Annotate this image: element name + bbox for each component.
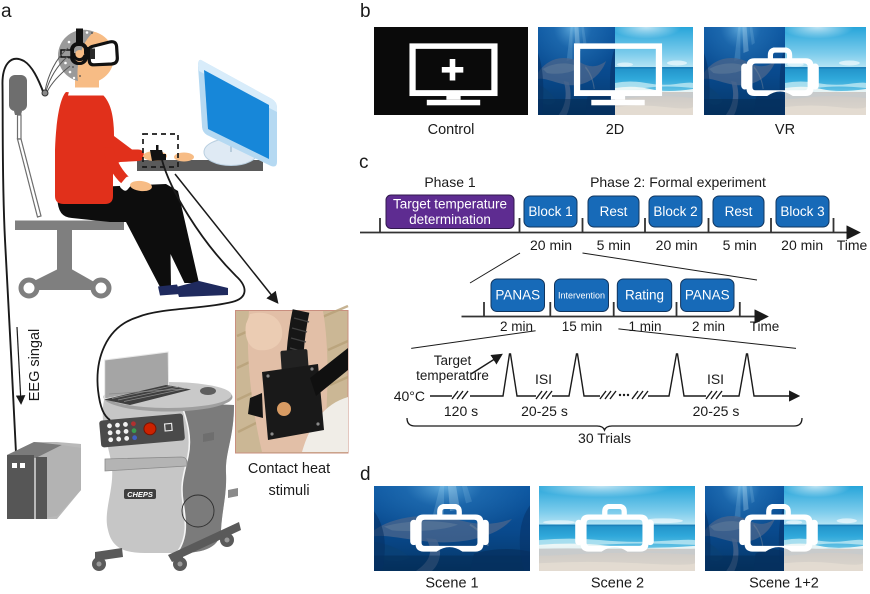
- svg-text:Rest: Rest: [725, 204, 753, 219]
- svg-text:20-25 s: 20-25 s: [521, 403, 568, 419]
- svg-text:Block 3: Block 3: [780, 204, 824, 219]
- svg-text:c: c: [359, 152, 369, 173]
- svg-text:Target temperature: Target temperature: [393, 197, 507, 212]
- svg-text:Block 1: Block 1: [528, 204, 572, 219]
- svg-text:EEG singal: EEG singal: [27, 329, 43, 402]
- svg-text:Contact heat: Contact heat: [248, 461, 330, 477]
- svg-text:CHEPS: CHEPS: [127, 490, 153, 499]
- svg-text:5 min: 5 min: [723, 237, 757, 253]
- svg-text:Target: Target: [434, 353, 472, 368]
- svg-text:ISI: ISI: [535, 371, 552, 387]
- svg-text:2D: 2D: [606, 122, 625, 138]
- svg-text:a: a: [1, 1, 12, 22]
- svg-text:PANAS: PANAS: [685, 288, 730, 303]
- svg-text:2 min: 2 min: [692, 319, 725, 334]
- svg-text:Intervention: Intervention: [558, 291, 605, 301]
- svg-text:30 Trials: 30 Trials: [578, 430, 631, 446]
- svg-text:temperature: temperature: [416, 368, 489, 383]
- svg-text:Scene 1: Scene 1: [425, 576, 478, 592]
- svg-text:Time: Time: [837, 237, 868, 253]
- svg-text:1 min: 1 min: [628, 319, 661, 334]
- svg-text:Rating: Rating: [625, 288, 664, 303]
- svg-text:Scene 2: Scene 2: [591, 576, 644, 592]
- svg-text:5 min: 5 min: [597, 237, 631, 253]
- svg-text:20 min: 20 min: [656, 237, 698, 253]
- svg-text:15 min: 15 min: [562, 319, 603, 334]
- svg-text:Rest: Rest: [600, 204, 628, 219]
- svg-text:Time: Time: [750, 319, 780, 334]
- svg-text:Control: Control: [428, 122, 475, 138]
- svg-text:b: b: [360, 1, 371, 22]
- svg-text:Block 2: Block 2: [653, 204, 697, 219]
- svg-text:20-25 s: 20-25 s: [693, 403, 740, 419]
- svg-text:Phase 2: Formal experiment: Phase 2: Formal experiment: [590, 174, 766, 190]
- svg-text:20 min: 20 min: [530, 237, 572, 253]
- svg-text:20 min: 20 min: [781, 237, 823, 253]
- svg-text:determination: determination: [409, 212, 491, 227]
- svg-text:40°C: 40°C: [394, 388, 425, 404]
- svg-text:2 min: 2 min: [500, 319, 533, 334]
- svg-text:Scene 1+2: Scene 1+2: [749, 576, 819, 592]
- svg-text:d: d: [360, 464, 371, 485]
- svg-text:Phase 1: Phase 1: [424, 174, 476, 190]
- svg-text:VR: VR: [775, 122, 795, 138]
- svg-text:PANAS: PANAS: [495, 288, 540, 303]
- svg-text:120 s: 120 s: [444, 403, 478, 419]
- svg-text:ISI: ISI: [707, 371, 724, 387]
- svg-text:stimuli: stimuli: [268, 483, 309, 499]
